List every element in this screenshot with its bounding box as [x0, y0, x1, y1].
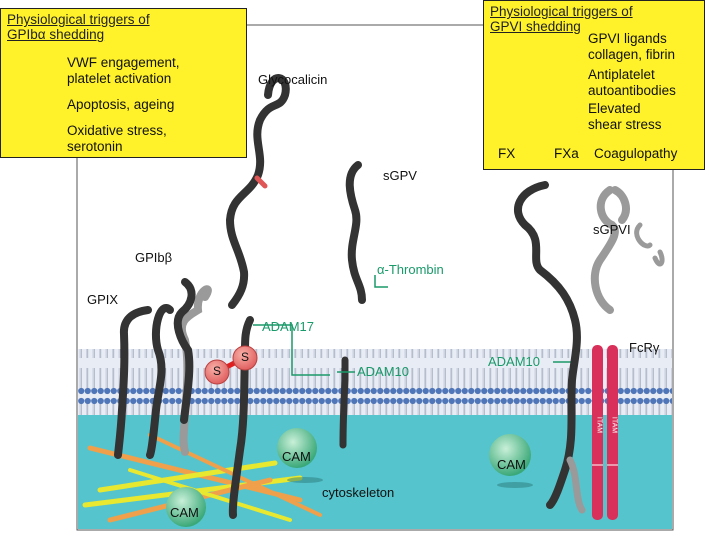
gpvi-box-title-line1: Physiological triggers of	[490, 4, 633, 19]
itam-label-a: ITAM	[596, 417, 603, 433]
adam10-right-label: ADAM10	[488, 354, 541, 369]
gpvi-item-shear-line1: Elevated	[588, 101, 641, 116]
glycocalicin-chain	[225, 74, 290, 309]
gpvi-box-title: Physiological triggers of GPVI shedding	[490, 4, 633, 34]
gpvi-item-shear: Elevated shear stress	[588, 101, 662, 133]
cam-label-2: CAM	[497, 457, 526, 472]
gpvi-item-antibodies-line1: Antiplatelet	[588, 67, 655, 82]
gpib-item-vwf-line2: platelet activation	[67, 71, 172, 86]
gpvi-fx-label: Coagulopathy	[594, 146, 678, 161]
gpvi-fx-from: FX	[498, 146, 516, 161]
gpvi-chain	[513, 181, 581, 509]
gpvi-tail	[566, 456, 586, 514]
thrombin-label: α-Thrombin	[377, 262, 444, 277]
gpib-item-oxidative-line2: serotonin	[67, 139, 123, 154]
cam-label-3: CAM	[170, 505, 199, 520]
fcr-gamma-label: FcRγ	[629, 340, 660, 355]
gpibb-chain-a	[146, 304, 174, 459]
fcr-gamma-chain-a	[592, 345, 603, 520]
s-bond-left-label: S	[213, 364, 222, 378]
sgpv-chain	[345, 161, 366, 304]
gpibb-label: GPIbβ	[135, 250, 173, 265]
gpvi-triggers-box: Physiological triggers of GPVI shedding …	[483, 0, 705, 170]
gpvi-item-shear-line2: shear stress	[588, 117, 662, 132]
gpib-triggers-box: Physiological triggers of GPIbα shedding…	[0, 8, 247, 158]
gpib-item-oxidative-line1: Oxidative stress,	[67, 123, 167, 138]
gpib-item-apoptosis-line1: Apoptosis, ageing	[67, 97, 175, 112]
s-bond-right	[232, 345, 258, 371]
gpvi-item-ligands: GPVI ligands collagen, fibrin	[588, 31, 675, 63]
fcr-gamma-chain-b	[607, 345, 618, 520]
gpvi-fx-to: FXa	[554, 146, 579, 161]
gpibb-chain-b	[173, 278, 196, 424]
gpvi-item-ligands-line2: collagen, fibrin	[588, 47, 676, 62]
gpvi-box-title-line2: GPVI shedding	[490, 19, 581, 34]
gpib-box-title: Physiological triggers of GPIbα shedding	[7, 12, 150, 42]
gpiba-stalk	[228, 316, 254, 519]
sgpv-label: sGPV	[383, 168, 417, 183]
sgpvi-label: sGPVI	[593, 222, 631, 237]
gpvi-item-antibodies: Antiplatelet autoantibodies	[588, 67, 676, 99]
itam-label-b: ITAM	[611, 417, 618, 433]
gpib-box-title-line2: GPIbα shedding	[7, 27, 105, 42]
adam10-left-label: ADAM10	[357, 364, 410, 379]
gpix-chain	[114, 306, 152, 459]
thrombin-bracket	[374, 275, 388, 288]
gpv-stump	[339, 356, 349, 449]
glycocalicin-disulfide	[254, 175, 268, 189]
sgpvi-fragment	[634, 222, 665, 267]
cam-label-1: CAM	[282, 449, 311, 464]
sgpvi-chain	[590, 186, 630, 314]
gpib-item-vwf-line1: VWF engagement,	[67, 55, 180, 70]
cam-spheres	[166, 428, 533, 527]
membrane-lipids	[78, 349, 672, 415]
glycocalicin-label: Glycocalicin	[258, 72, 328, 87]
cytoskeleton-label: cytoskeleton	[322, 485, 395, 500]
s-bond-left	[204, 359, 230, 385]
adam17-label: ADAM17	[262, 319, 315, 334]
gpib-item-vwf: VWF engagement, platelet activation	[67, 55, 180, 87]
gpix-label: GPIX	[87, 292, 119, 307]
gpib-item-apoptosis: Apoptosis, ageing	[67, 97, 174, 113]
gpib-item-oxidative: Oxidative stress, serotonin	[67, 123, 167, 155]
gpib-box-title-line1: Physiological triggers of	[7, 12, 150, 27]
gpvi-item-antibodies-line2: autoantibodies	[588, 83, 676, 98]
s-bond-right-label: S	[241, 350, 250, 364]
adam17-bracket	[253, 324, 330, 376]
gpvi-item-ligands-line1: GPVI ligands	[588, 31, 667, 46]
